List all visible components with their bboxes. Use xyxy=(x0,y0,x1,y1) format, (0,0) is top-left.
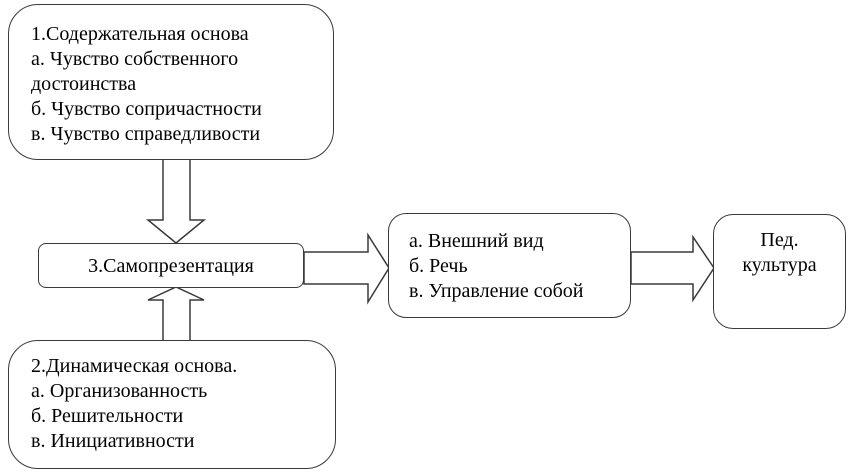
arrow-components-to-result xyxy=(630,234,715,303)
arrow-content-to-self-presentation xyxy=(145,158,207,244)
content-basis-item: б. Чувство сопричастности xyxy=(31,98,262,120)
result-line: культура xyxy=(742,254,817,276)
content-basis-box: 1.Содержательная основа а. Чувство собст… xyxy=(8,4,334,160)
pedagogical-culture-box: Пед. культура xyxy=(713,214,846,329)
self-presentation-title: 3.Самопрезентация xyxy=(88,255,254,277)
arrow-self-presentation-to-components xyxy=(303,232,390,305)
components-box: а. Внешний вид б. Речь в. Управление соб… xyxy=(388,213,631,318)
component-item: в. Управление собой xyxy=(409,280,584,302)
dynamic-basis-item: а. Организованность xyxy=(31,380,208,402)
content-basis-item: достоинства xyxy=(31,73,137,95)
component-item: б. Речь xyxy=(409,255,468,277)
content-basis-item: в. Чувство справедливости xyxy=(31,123,261,145)
dynamic-basis-item: б. Решительности xyxy=(31,405,184,427)
arrow-dynamic-to-self-presentation xyxy=(147,286,205,342)
content-basis-title: 1.Содержательная основа xyxy=(31,23,249,45)
dynamic-basis-item: в. Инициативности xyxy=(31,430,195,452)
dynamic-basis-title: 2.Динамическая основа. xyxy=(31,355,238,377)
component-item: а. Внешний вид xyxy=(409,230,544,252)
content-basis-item: а. Чувство собственного xyxy=(31,48,239,70)
result-line: Пед. xyxy=(760,229,799,251)
dynamic-basis-box: 2.Динамическая основа. а. Организованнос… xyxy=(8,340,336,469)
self-presentation-box: 3.Самопрезентация xyxy=(38,243,304,288)
